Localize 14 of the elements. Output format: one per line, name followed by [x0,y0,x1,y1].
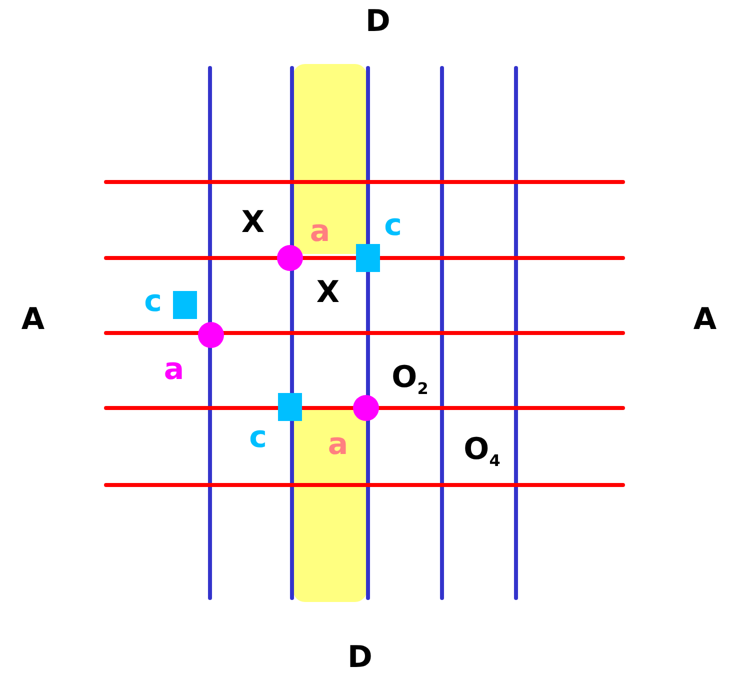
grid-label: X [241,208,265,238]
grid-label: A [21,305,45,335]
grid-label: A [693,305,717,335]
grid-label: c [249,423,267,453]
grid-label: a [328,430,348,460]
grid-label: D [348,643,372,673]
grid-label: D [366,7,390,37]
grid-label: a [310,217,330,247]
grid-label: c [384,211,402,241]
grid-label: a [164,355,184,385]
grid-label: O$_{4}$ [464,435,500,469]
grid-label: X [316,278,340,308]
grid-label: O$_{2}$ [392,363,428,397]
grid-label: c [144,287,162,317]
